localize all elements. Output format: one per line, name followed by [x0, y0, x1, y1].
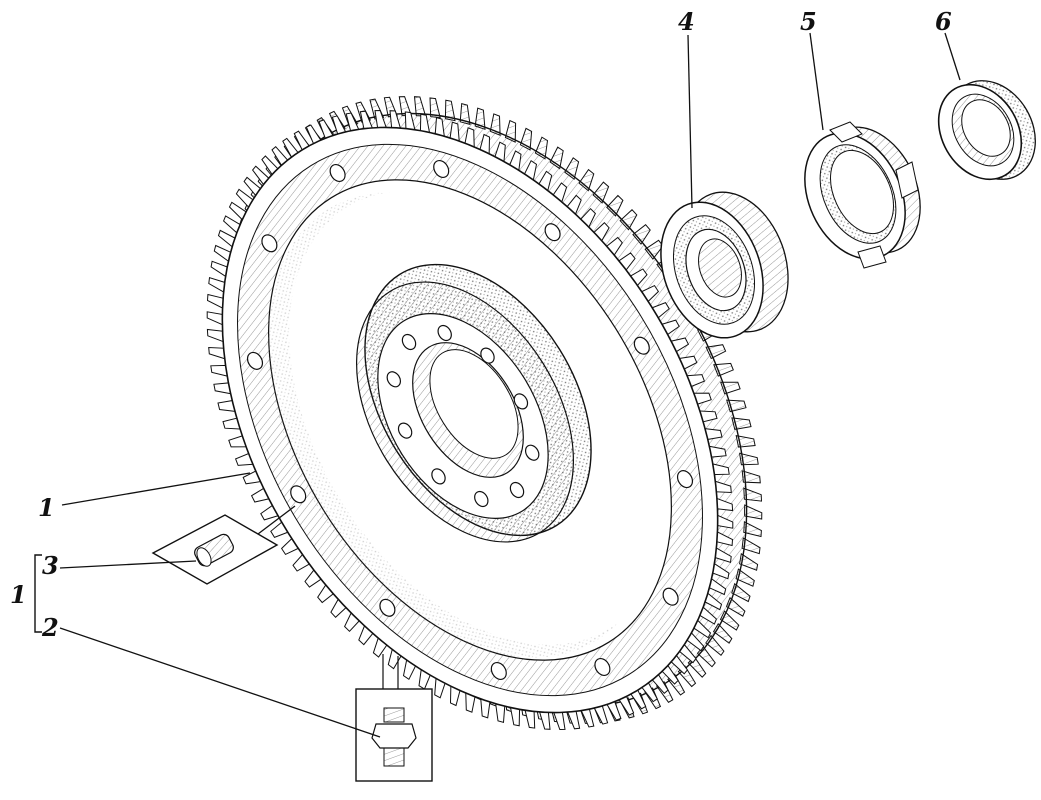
bolt-hole — [246, 351, 264, 370]
leader-6 — [944, 32, 961, 81]
callout-4: 4 — [678, 7, 695, 36]
dowel-pin-inset — [151, 505, 296, 585]
bolt-hole — [513, 393, 529, 410]
bolt-hole — [594, 657, 611, 677]
bolt-hole — [437, 324, 452, 342]
callout-1: 1 — [38, 493, 55, 522]
leader-3 — [59, 560, 197, 569]
bolt-hole — [509, 481, 525, 499]
bolt-hole — [633, 336, 650, 355]
bolt-hole — [431, 468, 446, 485]
fitting-hex — [371, 723, 417, 749]
fitting — [371, 707, 417, 767]
dowel-pin — [194, 533, 234, 567]
bearing-bore — [698, 238, 742, 298]
bolt-hole — [662, 587, 679, 606]
bolt-hole — [401, 333, 417, 351]
spacer-notch-right — [895, 161, 919, 199]
hub-bolt-holes — [386, 324, 540, 508]
fitting-thread — [383, 747, 405, 767]
bolt-hole — [290, 485, 307, 504]
oil-seal — [937, 80, 1036, 181]
leader-5 — [809, 32, 824, 131]
seal-bore — [961, 99, 1011, 157]
flywheel — [206, 96, 763, 731]
dowel-pin-leader — [257, 505, 296, 535]
fitting-inset — [355, 654, 433, 782]
bolt-hole — [474, 490, 489, 508]
leader-1 — [61, 472, 251, 506]
spacer-notch-bottom — [857, 245, 887, 269]
callout-6: 6 — [935, 7, 952, 36]
bolt-hole — [386, 371, 402, 388]
hub-bore — [429, 349, 519, 459]
spacer-notch-top — [829, 121, 863, 143]
callout-group-1: 1 — [10, 580, 27, 609]
bolt-hole — [490, 661, 507, 681]
leader-4 — [687, 34, 693, 209]
bolt-hole — [379, 598, 396, 617]
callout-2: 2 — [41, 613, 59, 642]
spacer-ring — [804, 121, 921, 269]
bolt-hole — [544, 223, 561, 242]
dowel-pin-end — [196, 547, 212, 567]
leader-2 — [59, 627, 381, 738]
group-bracket — [34, 554, 42, 633]
bolt-hole — [480, 347, 495, 364]
rim-bolt-holes — [246, 159, 694, 681]
bolt-hole — [329, 163, 346, 183]
spacer-bore — [830, 149, 894, 235]
bolt-hole — [397, 422, 413, 439]
callout-3: 3 — [42, 551, 59, 580]
bolt-hole — [676, 470, 694, 489]
ball-bearing — [660, 191, 789, 339]
bolt-hole — [433, 159, 450, 179]
bolt-hole — [524, 444, 540, 461]
fitting-top — [383, 707, 405, 723]
bolt-hole — [261, 234, 278, 253]
callout-5: 5 — [800, 7, 817, 36]
